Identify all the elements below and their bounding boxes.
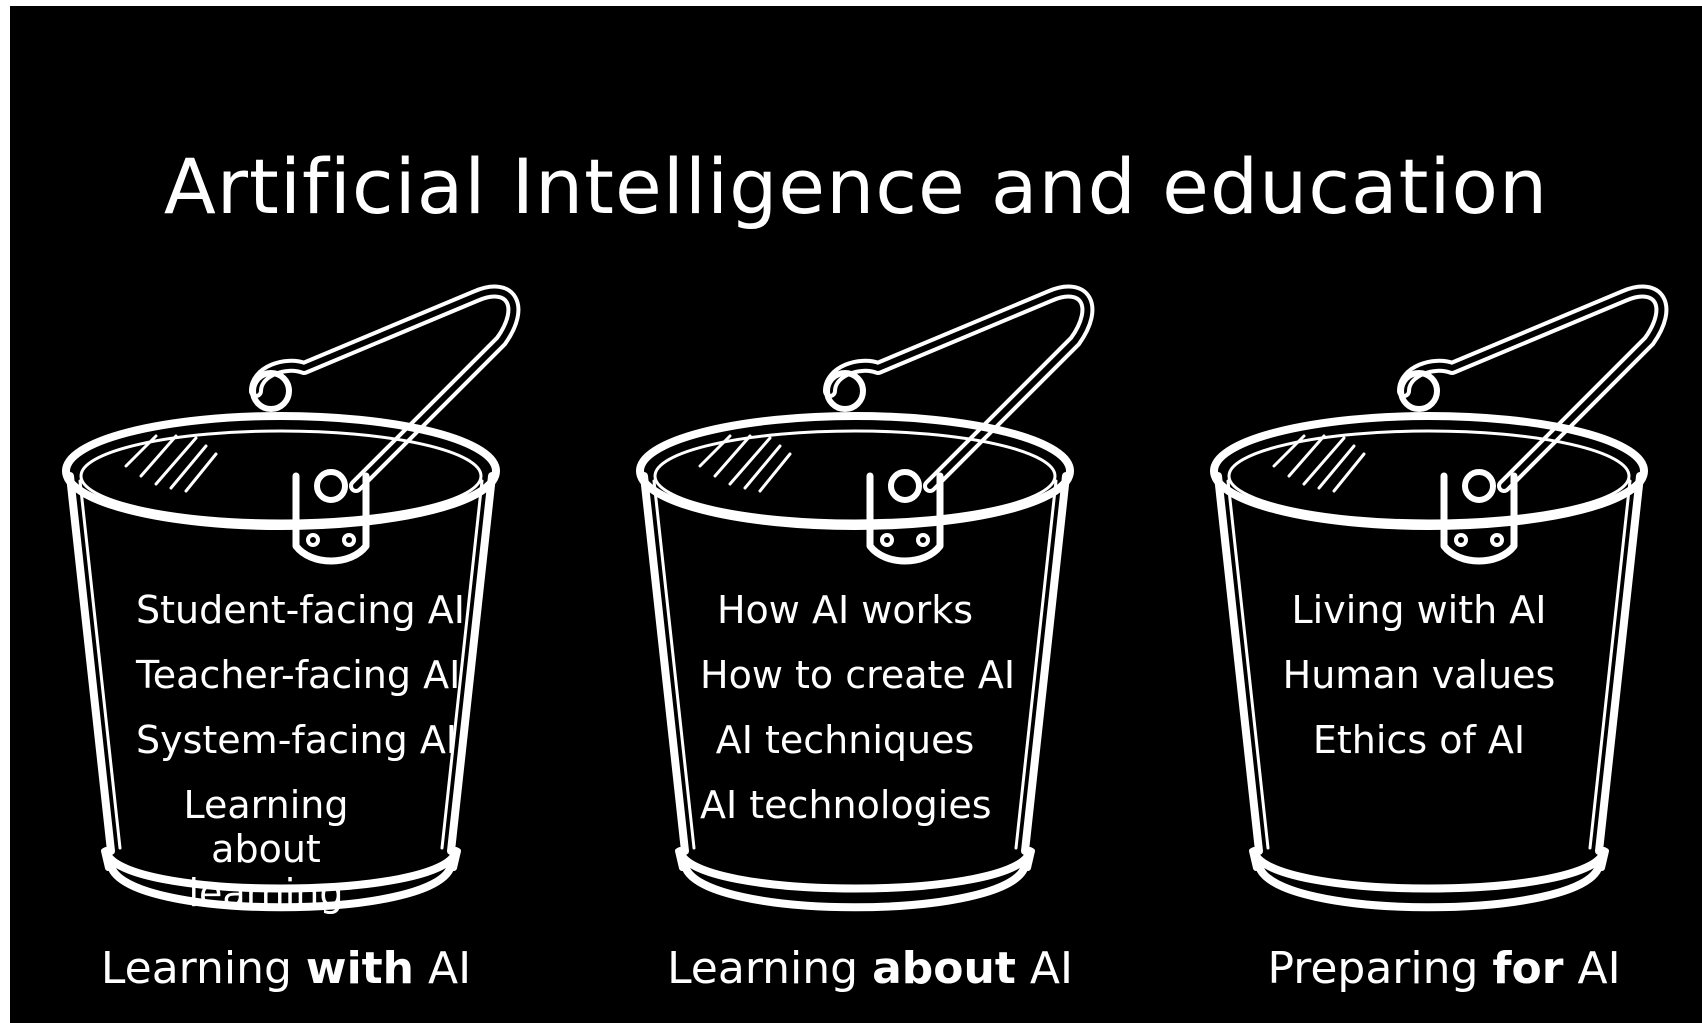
list-item: Human values (1282, 653, 1556, 697)
list-item: Student-facing AI (136, 588, 465, 632)
bucket-preparing-for-ai: Living with AI Human values Ethics of AI… (1204, 6, 1702, 1023)
caption-suffix: AI (414, 943, 472, 994)
bucket-learning-about-ai: How AI works How to create AI AI techniq… (630, 6, 1130, 1023)
bucket-caption: Learning with AI (36, 942, 536, 996)
bucket-icon (1210, 284, 1669, 912)
list-item: How AI works (716, 588, 974, 632)
list-item: System-facing AI (136, 718, 458, 762)
list-item: Ethics of AI (1312, 718, 1526, 762)
bucket-learning-with-ai: Student-facing AI Teacher-facing AI Syst… (56, 6, 556, 1023)
bucket-icon (62, 284, 521, 912)
list-item: Learning about learning (183, 783, 349, 915)
slide: Artificial Intelligence and education (10, 6, 1702, 1023)
caption-emphasis: for (1492, 943, 1564, 994)
bucket-items: How AI works How to create AI AI techniq… (700, 588, 1016, 848)
caption-emphasis: with (305, 943, 415, 994)
caption-prefix: Learning (100, 943, 306, 994)
list-item: How to create AI (700, 653, 1016, 697)
bucket-caption: Preparing for AI (1194, 942, 1694, 996)
list-item: AI technologies (700, 783, 992, 827)
bucket-items: Living with AI Human values Ethics of AI (1274, 588, 1564, 783)
list-item: AI techniques (715, 718, 975, 762)
caption-prefix: Learning (667, 943, 873, 994)
bucket-icon (636, 284, 1095, 912)
list-item: Teacher-facing AI (136, 653, 461, 697)
caption-emphasis: about (872, 943, 1016, 994)
slide-title: Artificial Intelligence and education (163, 142, 1549, 231)
bucket-items: Student-facing AI Teacher-facing AI Syst… (136, 588, 465, 936)
caption-prefix: Preparing (1267, 943, 1493, 994)
bucket-caption: Learning about AI (620, 942, 1120, 996)
list-item: Living with AI (1291, 588, 1547, 632)
caption-suffix: AI (1563, 943, 1621, 994)
caption-suffix: AI (1015, 943, 1073, 994)
